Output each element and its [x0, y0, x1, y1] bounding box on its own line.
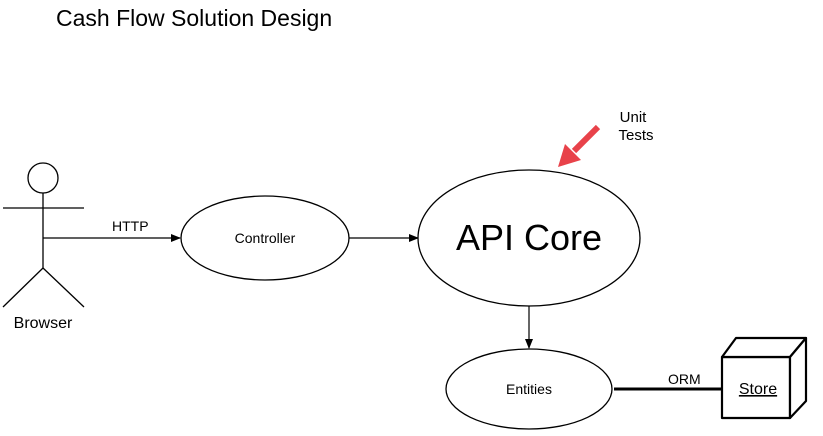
actor-left-leg — [2, 267, 44, 308]
controller-label: Controller — [235, 230, 296, 246]
http-edge-label: HTTP — [112, 218, 149, 234]
unit-tests-arrow-icon — [558, 124, 601, 167]
unit-tests-label-line1: Unit — [620, 109, 648, 126]
orm-edge-label: ORM — [668, 371, 701, 387]
store-label: Store — [739, 381, 777, 398]
actor-right-leg — [42, 267, 85, 308]
entities-label: Entities — [506, 381, 552, 397]
browser-label: Browser — [14, 315, 73, 332]
store-box-side — [788, 336, 808, 420]
diagram-title: Cash Flow Solution Design — [56, 5, 332, 31]
actor-head — [27, 162, 59, 194]
browser-actor — [2, 162, 85, 308]
unit-tests-label-line2: Tests — [618, 127, 653, 144]
store-node — [720, 336, 808, 420]
api-core-label: API Core — [456, 217, 602, 258]
entities-node — [445, 348, 613, 430]
